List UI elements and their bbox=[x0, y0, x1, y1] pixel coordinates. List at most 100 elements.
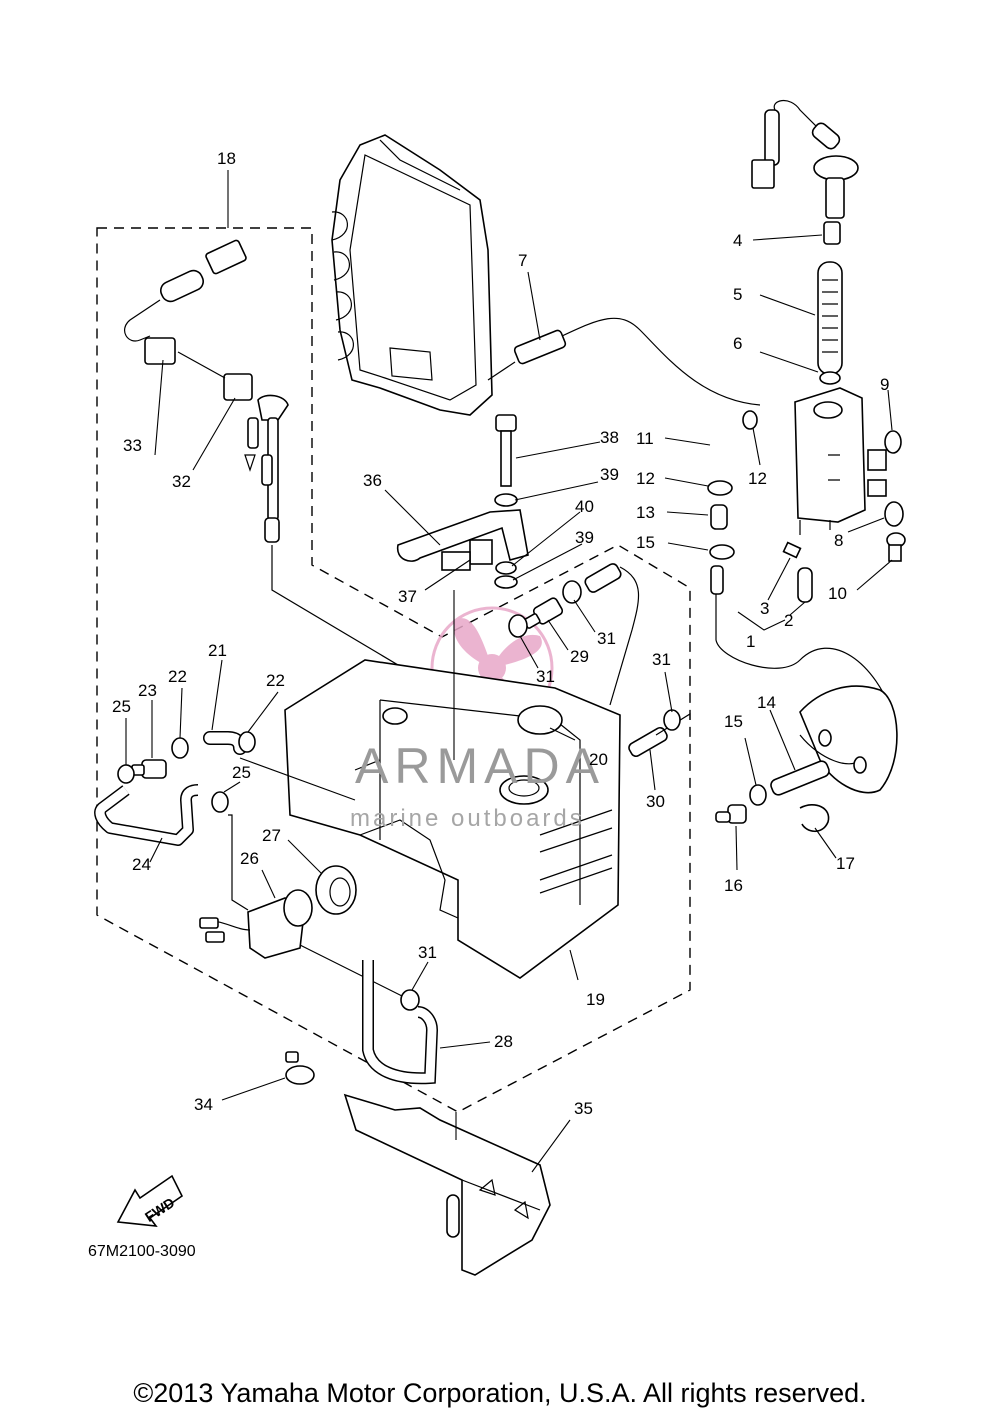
level-sensor bbox=[751, 100, 859, 385]
collar-40 bbox=[495, 561, 517, 575]
callout-5: 5 bbox=[733, 285, 742, 304]
callout-35: 35 bbox=[574, 1099, 593, 1118]
callout-24: 24 bbox=[132, 855, 151, 874]
callout-26: 26 bbox=[240, 849, 259, 868]
callout-20: 20 bbox=[589, 750, 608, 769]
callout-31-lower: 31 bbox=[418, 943, 437, 962]
callout-37: 37 bbox=[398, 587, 417, 606]
clamp-22-right bbox=[238, 731, 256, 753]
clamp-31-c bbox=[663, 709, 681, 731]
callout-36: 36 bbox=[363, 471, 382, 490]
callout-21: 21 bbox=[208, 641, 227, 660]
callout-12-right: 12 bbox=[748, 469, 767, 488]
callout-23: 23 bbox=[138, 681, 157, 700]
callout-3: 3 bbox=[760, 599, 769, 618]
clamp-25-right bbox=[211, 791, 229, 813]
fwd-arrow: FWD bbox=[116, 1174, 184, 1227]
callout-22-left: 22 bbox=[168, 667, 187, 686]
callout-13: 13 bbox=[636, 503, 655, 522]
joint-13 bbox=[710, 504, 728, 530]
leader-lines bbox=[125, 170, 893, 1173]
callout-29: 29 bbox=[570, 647, 589, 666]
callout-9: 9 bbox=[880, 375, 889, 394]
callout-25-left: 25 bbox=[112, 697, 131, 716]
clamp-25-left bbox=[117, 764, 135, 784]
callout-25-right: 25 bbox=[232, 763, 251, 782]
clamp-15 bbox=[709, 544, 735, 560]
clamp-15-lower bbox=[749, 784, 767, 806]
callout-15-upper: 15 bbox=[636, 533, 655, 552]
callout-15-lower: 15 bbox=[724, 712, 743, 731]
callout-16: 16 bbox=[724, 876, 743, 895]
bracket-36 bbox=[396, 509, 529, 571]
strainer-cap-27 bbox=[315, 865, 357, 915]
callout-6: 6 bbox=[733, 334, 742, 353]
hose-short bbox=[584, 563, 622, 593]
sensor-cable bbox=[487, 317, 761, 406]
callout-11: 11 bbox=[636, 429, 654, 448]
sub-tank bbox=[794, 387, 887, 535]
callout-39-lower: 39 bbox=[575, 528, 594, 547]
clamp-31-a bbox=[508, 614, 528, 638]
callout-4: 4 bbox=[733, 231, 742, 250]
callout-12-left: 12 bbox=[636, 469, 655, 488]
callout-7: 7 bbox=[518, 251, 527, 270]
callout-27: 27 bbox=[262, 826, 281, 845]
clamp-12-lower bbox=[707, 480, 733, 496]
callout-31-right: 31 bbox=[652, 650, 671, 669]
oil-pump bbox=[199, 889, 313, 959]
callout-14: 14 bbox=[757, 693, 776, 712]
callout-22-right: 22 bbox=[266, 671, 285, 690]
clamp-12-upper bbox=[742, 410, 758, 430]
hose-21 bbox=[204, 732, 246, 754]
oil-tank bbox=[284, 659, 621, 979]
bracket-35 bbox=[343, 1093, 551, 1276]
hose-2 bbox=[797, 567, 813, 603]
clamp-31-d bbox=[400, 989, 420, 1011]
callout-17: 17 bbox=[836, 854, 855, 873]
callout-40: 40 bbox=[575, 497, 594, 516]
callout-19: 19 bbox=[586, 990, 605, 1009]
grommet-upper bbox=[884, 430, 902, 454]
filler-cap bbox=[517, 705, 563, 735]
hose-30 bbox=[628, 726, 668, 758]
watermark-brand: ARMADA bbox=[355, 738, 605, 794]
callout-10: 10 bbox=[828, 584, 847, 603]
engine-cover bbox=[331, 134, 493, 416]
watermark-tagline: marine outboards bbox=[350, 805, 585, 832]
pad-37 bbox=[469, 539, 493, 565]
callout-31-upper-left: 31 bbox=[536, 667, 555, 686]
clip-3 bbox=[782, 541, 802, 559]
clamp-31-b bbox=[562, 580, 582, 604]
callout-18: 18 bbox=[217, 149, 236, 168]
hose-24 bbox=[95, 785, 199, 845]
callout-1: 1 bbox=[746, 632, 755, 651]
washer-39-lower bbox=[494, 575, 518, 589]
bolt-10 bbox=[886, 532, 906, 562]
washer-39-upper bbox=[494, 493, 518, 507]
callout-39-upper: 39 bbox=[600, 465, 619, 484]
o-ring bbox=[819, 371, 841, 385]
callout-2: 2 bbox=[784, 611, 793, 630]
bolt-38 bbox=[495, 414, 517, 487]
callout-28: 28 bbox=[494, 1032, 513, 1051]
callout-30: 30 bbox=[646, 792, 665, 811]
joint-29 bbox=[523, 597, 564, 629]
clip-34 bbox=[285, 1051, 315, 1085]
grommet-lower bbox=[884, 501, 904, 527]
joint-16 bbox=[715, 804, 747, 824]
copyright-notice: ©2013 Yamaha Motor Corporation, U.S.A. A… bbox=[133, 1378, 867, 1408]
callout-32: 32 bbox=[172, 472, 191, 491]
clip-17 bbox=[799, 804, 830, 833]
wiring-harness bbox=[124, 239, 399, 700]
sensor-filter bbox=[817, 261, 843, 375]
hose-28 bbox=[363, 960, 437, 1083]
callout-8: 8 bbox=[834, 531, 843, 550]
clamp-22-left bbox=[171, 737, 189, 759]
assembly-outline bbox=[96, 227, 691, 1113]
callout-31-upper-right: 31 bbox=[597, 629, 616, 648]
part-code: 67M2100-3090 bbox=[88, 1243, 196, 1260]
hose-14 bbox=[770, 760, 830, 796]
